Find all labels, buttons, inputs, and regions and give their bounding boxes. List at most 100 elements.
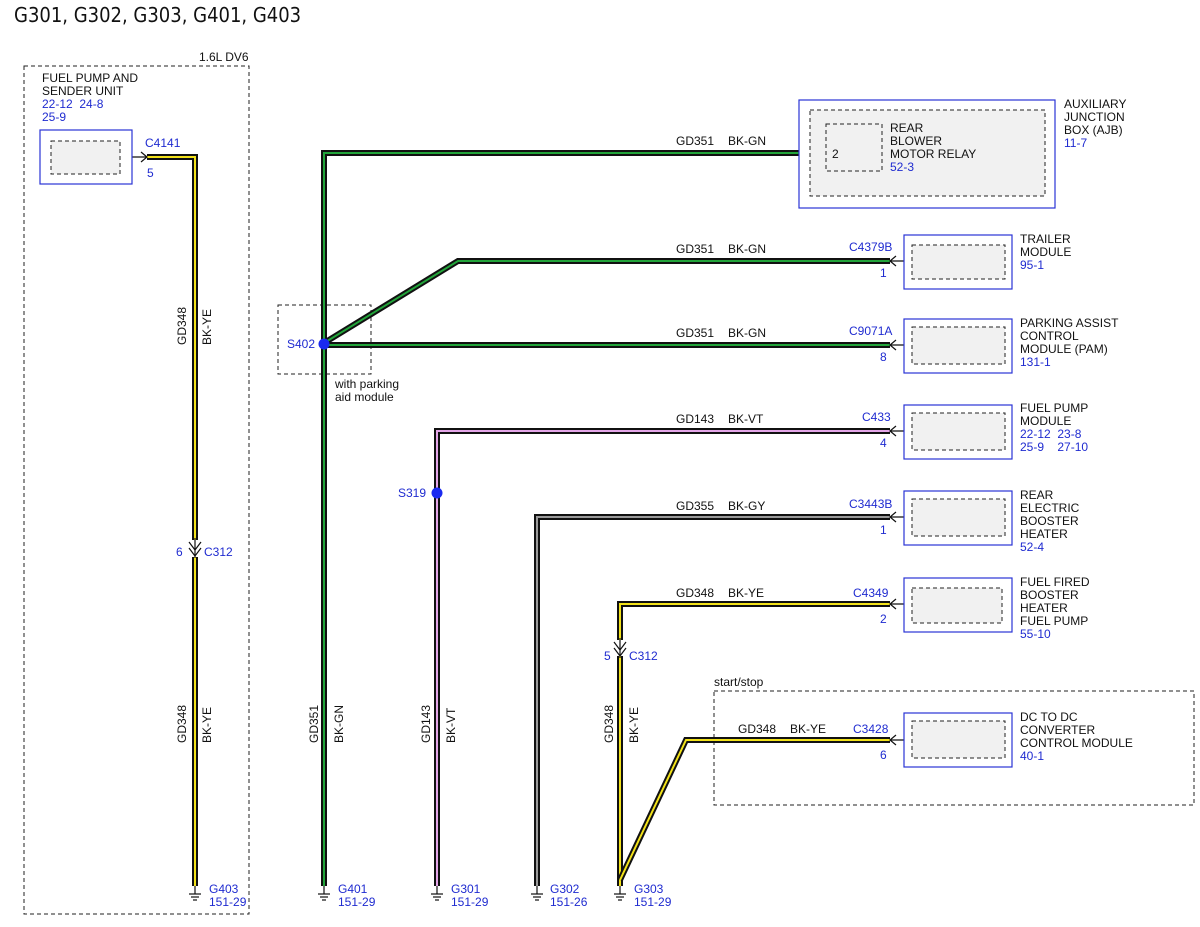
- wire-label-trailer-circuit: GD351: [676, 242, 714, 256]
- relay-name-1: REAR: [890, 121, 924, 135]
- wire-gd355: [534, 514, 890, 886]
- fuel-pump-sender-name-2: SENDER UNIT: [42, 84, 124, 98]
- vlabel-gd143-circuit: GD143: [419, 705, 433, 743]
- vlabel-gd351-color: BK-GN: [332, 705, 346, 743]
- s402-note-1: with parking: [334, 377, 399, 391]
- ajb-name-1: AUXILIARY: [1064, 97, 1126, 111]
- vlabel-gd348-right-color: BK-YE: [627, 707, 641, 743]
- g301-ref: 151-29: [451, 895, 489, 909]
- wire-label-ffb-circuit: GD348: [676, 586, 714, 600]
- ffb-heater-name-1: FUEL FIRED: [1020, 575, 1090, 589]
- c3443b-connector: C3443B: [849, 497, 892, 511]
- connector-arrows: [124, 151, 912, 746]
- g303-ref: 151-29: [634, 895, 672, 909]
- ffb-heater-name-2: BOOSTER: [1020, 588, 1079, 602]
- splice-s402: [318, 338, 330, 350]
- c4379b-pin: 1: [880, 266, 887, 280]
- start-stop-region-box: [713, 690, 1195, 806]
- ground-icon-g302: [530, 885, 544, 901]
- wire-label-pam-color: BK-GN: [728, 326, 766, 340]
- component-fuel-pump-sender: [39, 129, 133, 185]
- fuel-pump-module-name-1: FUEL PUMP: [1020, 401, 1088, 415]
- c312-left-name: C312: [204, 545, 233, 559]
- relay-name-3: MOTOR RELAY: [890, 147, 976, 161]
- g403-ref: 151-29: [209, 895, 247, 909]
- relay-pin: 2: [832, 147, 839, 161]
- s319-label: S319: [398, 486, 426, 500]
- ground-icon-g401: [317, 885, 331, 901]
- wire-label-reb-color: BK-GY: [728, 499, 765, 513]
- reb-heater-ref: 52-4: [1020, 540, 1044, 554]
- wire-label-ffb-color: BK-YE: [728, 586, 764, 600]
- component-pam: [903, 318, 1013, 374]
- c4349-connector: C4349: [853, 586, 889, 600]
- ground-icon-g403: [188, 885, 202, 901]
- g302-ref: 151-26: [550, 895, 588, 909]
- component-dc-dc-converter: [903, 712, 1013, 768]
- wire-label-ajb-color: BK-GN: [728, 134, 766, 148]
- wire-label-fpm-circuit: GD143: [676, 412, 714, 426]
- vlabel-left-upper-color: BK-YE: [200, 309, 214, 345]
- ajb-ref: 11-7: [1064, 136, 1087, 150]
- wire-gd143: [434, 428, 890, 886]
- c4141-pin: 5: [147, 166, 154, 180]
- vlabel-left-lower-color: BK-YE: [200, 707, 214, 743]
- component-trailer-module: [903, 234, 1013, 290]
- component-rear-electric-booster-heater: [903, 490, 1013, 546]
- relay-ref: 52-3: [890, 160, 914, 174]
- c433-pin: 4: [880, 436, 887, 450]
- reb-heater-name-3: BOOSTER: [1020, 514, 1079, 528]
- wire-gd348-dcdc: [617, 737, 890, 882]
- wire-label-ajb-circuit: GD351: [676, 134, 714, 148]
- fuel-pump-sender-ref-2: 25-9: [42, 110, 66, 124]
- wire-label-dcdc-color: BK-YE: [790, 722, 826, 736]
- ajb-name-3: BOX (AJB): [1064, 123, 1123, 137]
- pam-name-2: CONTROL: [1020, 329, 1079, 343]
- c9071a-pin: 8: [880, 350, 887, 364]
- ffb-heater-name-4: FUEL PUMP: [1020, 614, 1088, 628]
- inline-connector-c312-right: [613, 638, 627, 658]
- engine-region-box: [23, 65, 250, 915]
- wire-label-fpm-color: BK-VT: [728, 412, 764, 426]
- c312-left-pin: 6: [176, 545, 183, 559]
- vlabel-left-upper-circuit: GD348: [175, 307, 189, 345]
- wire-label-trailer-color: BK-GN: [728, 242, 766, 256]
- fuel-pump-sender-name-1: FUEL PUMP AND: [42, 71, 138, 85]
- g301-name: G301: [451, 882, 481, 896]
- wire-gd348-left: [147, 154, 198, 886]
- trailer-name-1: TRAILER: [1020, 232, 1071, 246]
- g401-ref: 151-29: [338, 895, 376, 909]
- splice-s319: [431, 487, 443, 499]
- c433-connector: C433: [862, 410, 891, 424]
- dcdc-name-2: CONVERTER: [1020, 723, 1095, 737]
- engine-region-label: 1.6L DV6: [199, 50, 249, 64]
- reb-heater-name-1: REAR: [1020, 488, 1054, 502]
- s402-label: S402: [287, 337, 315, 351]
- inline-connector-c312-left: [188, 538, 202, 558]
- dcdc-ref: 40-1: [1020, 749, 1044, 763]
- ffb-heater-ref: 55-10: [1020, 627, 1051, 641]
- c4349-pin: 2: [880, 612, 887, 626]
- wire-gd348-right-upper: [617, 601, 890, 640]
- vlabel-gd351-circuit: GD351: [307, 705, 321, 743]
- g401-name: G401: [338, 882, 368, 896]
- ajb-name-2: JUNCTION: [1064, 110, 1125, 124]
- trailer-ref: 95-1: [1020, 258, 1044, 272]
- page-title: G301, G302, G303, G401, G403: [14, 3, 301, 27]
- c4379b-connector: C4379B: [849, 240, 892, 254]
- s402-note-2: aid module: [335, 390, 394, 404]
- component-ajb: [798, 99, 1056, 209]
- reb-heater-name-4: HEATER: [1020, 527, 1068, 541]
- pam-ref: 131-1: [1020, 355, 1051, 369]
- s402-option-box: [277, 304, 372, 375]
- c312-right-name: C312: [629, 649, 658, 663]
- wire-gd351-trailer: [322, 258, 890, 346]
- component-fuel-pump-module: [903, 404, 1013, 460]
- fuel-pump-module-ref-2: 25-9 27-10: [1020, 440, 1088, 454]
- ground-icon-g303: [613, 885, 627, 901]
- wire-label-pam-circuit: GD351: [676, 326, 714, 340]
- c3443b-pin: 1: [880, 523, 887, 537]
- c9071a-connector: C9071A: [849, 324, 892, 338]
- fuel-pump-module-ref-1: 22-12 23-8: [1020, 427, 1082, 441]
